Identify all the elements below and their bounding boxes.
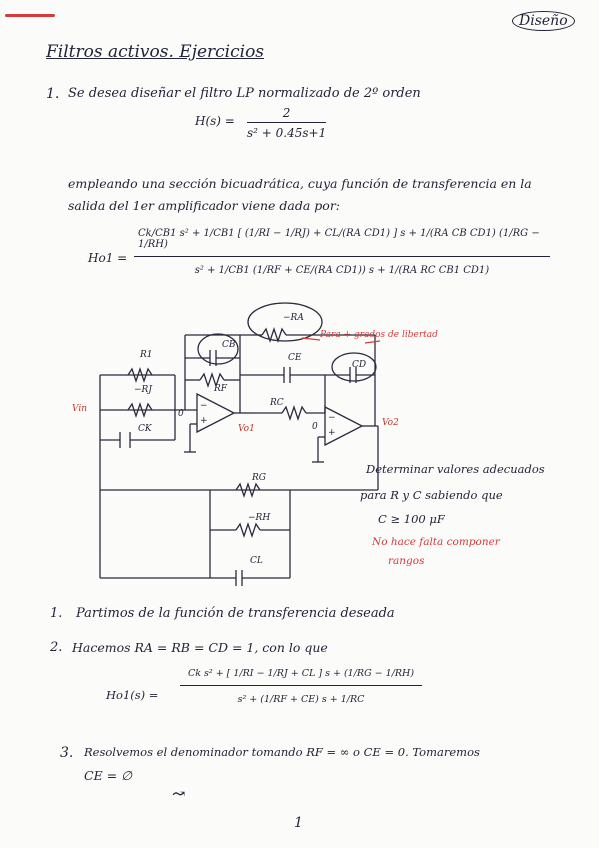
label-opamp2-minus: − — [328, 413, 336, 423]
step-3-text: Resolvemos el denominador tomando RF = ∞… — [84, 745, 480, 759]
step-2-denominator: s² + (1/RF + CE) s + 1/RC — [237, 694, 365, 706]
h-label: H(s) = — [195, 114, 235, 128]
step-2-text: Hacemos RA = RB = CD = 1, con lo que — [72, 640, 328, 655]
label-cd: CD — [352, 360, 367, 370]
label-opamp1-minus: − — [200, 401, 208, 411]
label-rh: −RH — [248, 513, 271, 523]
design-note-red-1: No hace falta componer — [372, 536, 500, 548]
design-note-red-2: rangos — [388, 555, 425, 567]
step-2-number: 2. — [50, 640, 63, 655]
label-zero-2: 0 — [312, 422, 318, 432]
page-title: Filtros activos. Ejercicios — [46, 42, 265, 62]
h-fraction-bar — [247, 122, 327, 124]
h-fraction: 2 s² + 0.45s+1 — [247, 106, 327, 141]
label-vo1: Vo1 — [238, 424, 255, 434]
ho1-numerator: Ck/CB1 s² + 1/CB1 [ (1/RI − 1/RJ) + CL/(… — [138, 228, 540, 250]
step-1-text: Partimos de la función de transferencia … — [76, 606, 395, 621]
step-3-number: 3. — [60, 745, 74, 761]
design-note-line-2: para R y C sabiendo que — [360, 488, 503, 502]
step-2-fraction: Ck s² + [ 1/RI − 1/RJ + CL ] s + (1/RG −… — [180, 668, 422, 705]
step-2-fraction-bar — [180, 685, 422, 687]
ho1-label: Ho1 = — [88, 251, 128, 265]
page-number: 1 — [294, 815, 303, 831]
step-2-numerator: Ck s² + [ 1/RI − 1/RJ + CL ] s + (1/RG −… — [187, 668, 415, 679]
label-zero-1: 0 — [178, 409, 184, 419]
label-cl: CL — [250, 556, 263, 566]
red-margin-mark — [5, 14, 55, 17]
problem-1-line-2: salida del 1er amplificador viene dada p… — [68, 198, 341, 213]
design-note-line-1: Determinar valores adecuados — [366, 462, 545, 476]
problem-1-number: 1. — [46, 86, 60, 102]
ho1-fraction: Ck/CB1 s² + 1/CB1 [ (1/RI − 1/RJ) + CL/(… — [134, 228, 550, 276]
label-vo2: Vo2 — [382, 418, 399, 428]
ho1-denominator: s² + 1/CB1 (1/RF + CE/(RA CD1)) s + 1/(R… — [194, 265, 490, 277]
section-tag: Diseño — [512, 11, 575, 31]
step-2-ho1-label: Ho1(s) = — [106, 688, 159, 702]
label-opamp1-plus: + — [200, 416, 208, 426]
label-rj: −RJ — [134, 385, 152, 395]
label-r1: R1 — [140, 350, 153, 360]
h-denominator: s² + 0.45s+1 — [247, 126, 327, 141]
step-1-number: 1. — [50, 606, 63, 621]
h-numerator: 2 — [282, 106, 291, 120]
problem-1-statement: Se desea diseñar el filtro LP normalizad… — [68, 86, 421, 101]
label-rf: RF — [214, 384, 228, 394]
circuit-note-red: Para + grados de libertad — [320, 330, 438, 340]
label-ra: −RA — [283, 313, 304, 323]
design-note-line-3: C ≥ 100 μF — [378, 512, 445, 526]
label-vin: Vin — [72, 404, 88, 414]
continuation-mark: ↝ — [172, 784, 186, 803]
problem-1-line-1: empleando una sección bicuadrática, cuya… — [68, 176, 532, 191]
label-rg: RG — [252, 473, 266, 483]
ho1-fraction-bar — [134, 256, 550, 258]
label-rc: RC — [270, 398, 284, 408]
step-3-ce: CE = ∅ — [84, 768, 132, 783]
label-opamp2-plus: + — [328, 428, 336, 438]
label-ck: CK — [138, 424, 152, 434]
label-ce: CE — [288, 353, 302, 363]
label-cb: CB — [222, 340, 236, 350]
